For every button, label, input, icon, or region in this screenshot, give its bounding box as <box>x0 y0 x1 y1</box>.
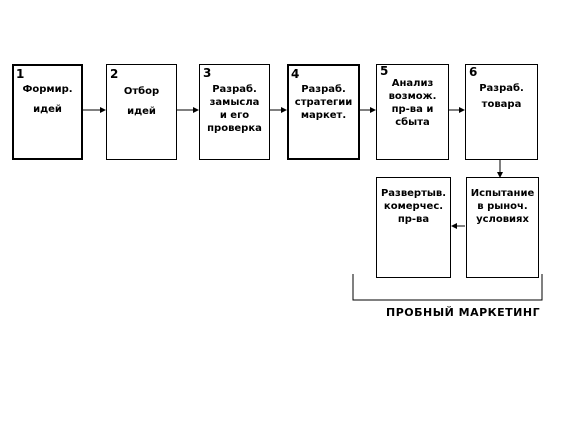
trial-marketing-bracket <box>352 274 543 301</box>
step-label: Разраб. товара <box>479 83 524 110</box>
step-label: Формир. идей <box>22 84 73 115</box>
step-label: Анализ возмож. пр-ва и сбыта <box>388 78 437 128</box>
step-concept-development-box: 3 Разраб. замысла и его проверка <box>199 64 270 160</box>
trial-marketing-caption: ПРОБНЫЙ МАРКЕТИНГ <box>386 306 541 319</box>
step-market-test-box: Испытание в рыноч. условиях <box>466 177 539 278</box>
step-label: Разраб. замысла и его проверка <box>207 84 262 134</box>
step-number: 3 <box>203 66 212 80</box>
step-idea-selection-box: 2 Отбор идей <box>106 64 177 160</box>
step-number: 6 <box>469 65 478 79</box>
step-label: Разраб. стратегии маркет. <box>294 84 353 121</box>
step-production-analysis-box: 5 Анализ возмож. пр-ва и сбыта <box>376 64 449 160</box>
step-product-development-box: 6 Разраб. товара <box>465 64 538 160</box>
step-label: Развертыв. комерчес. пр-ва <box>380 188 447 225</box>
step-number: 1 <box>16 67 25 81</box>
step-commercial-production-box: Развертыв. комерчес. пр-ва <box>376 177 451 278</box>
step-number: 2 <box>110 67 119 81</box>
step-label: Испытание в рыноч. условиях <box>470 188 535 225</box>
step-label: Отбор идей <box>123 86 160 117</box>
step-idea-generation-box: 1 Формир. идей <box>12 64 83 160</box>
step-number: 5 <box>380 64 389 78</box>
step-number: 4 <box>291 67 300 81</box>
step-marketing-strategy-box: 4 Разраб. стратегии маркет. <box>287 64 360 160</box>
